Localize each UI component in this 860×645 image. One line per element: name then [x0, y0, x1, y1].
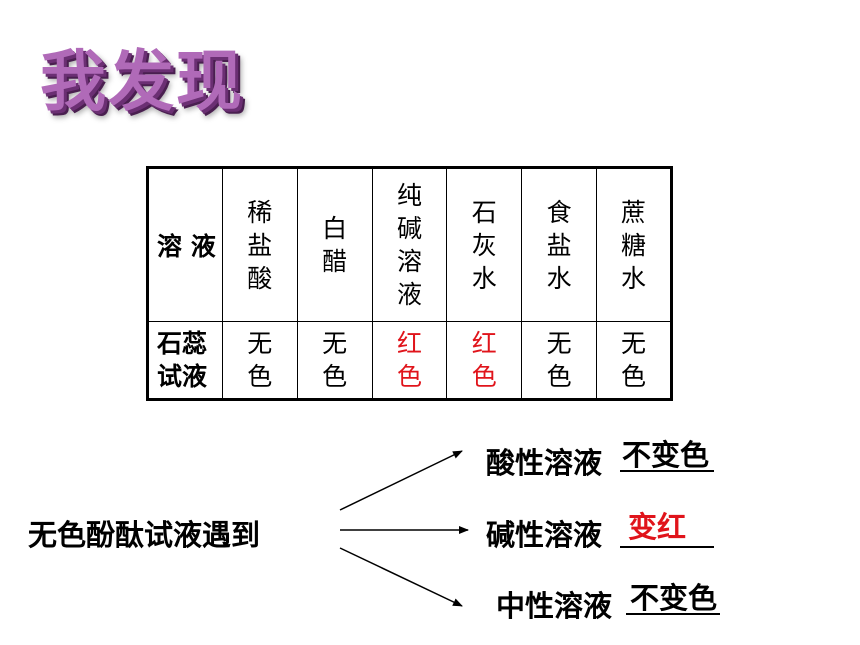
branch-result: 不变色 [622, 438, 710, 472]
branch-solution: 碱性溶液 [486, 518, 603, 552]
answer-underline [620, 546, 714, 548]
answer-underline [620, 470, 714, 472]
branch-result: 变红 [628, 510, 687, 544]
col-header-text: 白醋 [322, 214, 348, 276]
col-header: 食盐水 [521, 167, 598, 322]
table-cell: 无色 [546, 329, 572, 391]
col-header: 纯碱溶液 [371, 167, 448, 322]
col-header: 石灰水 [446, 167, 523, 322]
answer-underline [626, 613, 720, 615]
col-header: 白醋 [296, 167, 373, 322]
col-header-text: 蔗糖水 [621, 197, 647, 293]
col-header-text: 纯碱溶液 [396, 181, 422, 309]
table-cell: 无色 [621, 329, 647, 391]
table-cell: 无色 [247, 329, 273, 391]
conclusion-subject: 无色酚酞试液遇到 [28, 518, 261, 552]
branch-solution: 中性溶液 [496, 589, 613, 623]
col-header-text: 石灰水 [471, 197, 497, 293]
col-header-text: 稀盐酸 [247, 197, 273, 293]
col-header: 蔗糖水 [596, 167, 672, 322]
indicator-table: 溶 液 稀盐酸 白醋 纯碱溶液 石灰水 食盐水 蔗糖水 石蕊试液 无色 无色 红… [146, 166, 673, 401]
branch-result: 不变色 [630, 581, 718, 615]
table-cell: 红色 [396, 329, 422, 391]
table-cell: 无色 [322, 329, 348, 391]
slide-title: 我发现 [40, 43, 244, 120]
row-label: 石蕊试液 [157, 329, 208, 391]
table-row: 石蕊试液 无色 无色 红色 红色 无色 无色 [147, 321, 672, 400]
arrow-up [339, 450, 463, 511]
table-cell: 红色 [471, 329, 497, 391]
col-header-text: 食盐水 [546, 197, 572, 293]
branch-solution: 酸性溶液 [486, 446, 603, 480]
arrow-down [339, 547, 463, 607]
